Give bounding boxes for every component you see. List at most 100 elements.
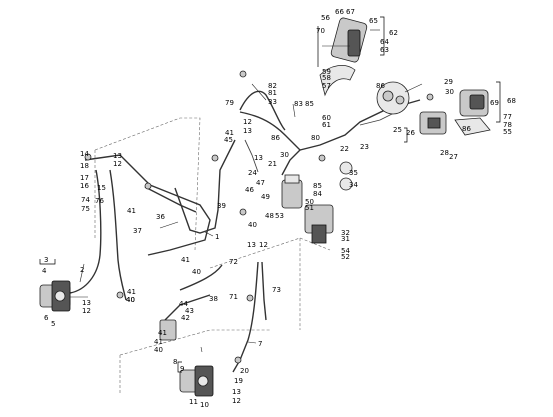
callout-label: 16 [80,182,89,190]
callout-label: 29 [444,78,453,86]
callout-label: 41 [127,288,136,296]
callout-label: 65 [369,17,378,25]
callout-label: 1 [215,233,219,241]
callout-label: 11 [189,398,198,406]
callout-label: 13 [232,388,241,396]
front-left-caliper [39,280,71,312]
callout-label: 75 [81,205,90,213]
callout-label: 77 [503,113,512,121]
callout-labels: 1 2 3 4 5 6 7 8 9 10 11 12 12 12 12 12 1… [42,8,516,409]
callout-label: 13 [254,154,263,162]
callout-label: 9 [180,365,184,373]
callout-label: 2 [80,266,84,274]
callout-label: 85 [313,182,322,190]
callout-brackets [39,16,501,373]
rubber-rings [339,161,353,191]
callout-label: 82 [268,82,277,90]
callout-label: 72 [229,258,238,266]
callout-label: 23 [360,143,369,151]
callout-label: 63 [380,46,389,54]
callout-label: 12 [243,118,252,126]
leader-lines [70,29,423,353]
handlebar-lever-left [330,17,368,63]
callout-label: 59 [322,68,331,76]
callout-label: 70 [316,27,325,35]
callout-label: 86 [462,125,471,133]
callout-label: 41 [225,129,234,137]
callout-label: 86 [271,134,280,142]
callout-label: 30 [280,151,289,159]
callout-label: 20 [240,367,249,375]
callout-label: 41 [127,207,136,215]
caliper-bracket-left [159,319,177,341]
callout-label: 12 [113,160,122,168]
callout-label: 64 [380,38,389,46]
callout-label: 10 [200,401,209,409]
callout-label: 56 [321,14,330,22]
callout-label: 41 [181,256,190,264]
callout-label: 51 [305,204,314,212]
callout-label: 40 [126,296,135,304]
callout-label: 39 [217,202,226,210]
callout-label: 83 [294,100,303,108]
callout-label: 52 [341,253,350,261]
callout-label: 58 [322,74,331,82]
callout-label: 8 [173,358,177,366]
callout-label: 34 [349,181,358,189]
callout-label: 13 [113,152,122,160]
callout-label: 15 [97,184,106,192]
callout-label: 79 [225,99,234,107]
callout-label: 4 [42,267,47,275]
callout-label: 45 [224,136,233,144]
callout-label: 55 [503,128,512,136]
callout-label: 6 [44,314,49,322]
callout-label: 40 [192,268,201,276]
callout-label: 48 [265,212,274,220]
callout-label: 61 [322,121,331,129]
callout-label: 12 [82,307,91,315]
rear-master-cylinder [419,111,447,135]
brake-lever [319,65,356,97]
callout-label: 7 [258,340,262,348]
callout-label: 50 [305,198,314,206]
callout-label: 69 [490,99,499,107]
pedal-lever [454,117,491,136]
callout-label: 30 [445,88,454,96]
fittings [84,70,434,364]
callout-label: 35 [349,169,358,177]
callout-label: 14 [80,150,89,158]
callout-label: 81 [268,89,277,97]
abs-module [304,204,334,244]
magnified-detail-circle [376,81,410,115]
callout-label: 3 [44,256,48,264]
handlebar-right-assembly [459,89,489,117]
callout-label: 46 [245,186,254,194]
callout-label: 54 [341,247,350,255]
callout-label: 40 [248,221,257,229]
callout-label: 86 [376,82,385,90]
callout-label: 21 [268,160,277,168]
callout-label: 53 [275,212,284,220]
callout-label: 17 [80,174,89,182]
callout-label: 40 [154,346,163,354]
callout-label: 84 [313,190,322,198]
callout-label: 13 [247,241,256,249]
callout-label: 49 [261,193,270,201]
callout-label: 18 [80,162,89,170]
callout-label: 5 [51,320,55,328]
callout-label: 40 [126,296,135,304]
callout-label: 24 [248,169,257,177]
callout-label: 37 [133,227,142,235]
callout-label: 41 [158,329,167,337]
callout-label: 71 [229,293,238,301]
callout-label: 42 [181,314,190,322]
callout-label: 47 [256,179,265,187]
callout-label: 12 [259,241,268,249]
callout-label: 38 [209,295,218,303]
callout-label: 62 [389,29,398,37]
callout-label: 36 [156,213,165,221]
callout-label: 78 [503,121,512,129]
callout-label: 33 [268,98,277,106]
brake-master-cylinder [281,174,303,209]
